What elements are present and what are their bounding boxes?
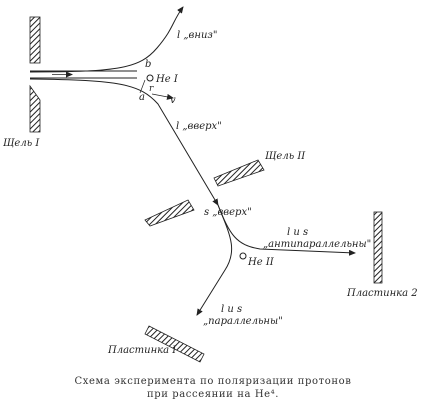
- label-he2: He II: [248, 257, 274, 268]
- plate2: [373, 211, 383, 284]
- caption-line1: Схема эксперимента по поляризации протон…: [74, 376, 352, 387]
- figure-caption: Схема эксперимента по поляризации протон…: [0, 376, 426, 401]
- slit2-lower-jaw: [144, 199, 195, 227]
- slit1-upper-jaw: [29, 16, 41, 64]
- label-parallel-symbols: l и s: [221, 304, 243, 315]
- trajectory-parallel: [196, 204, 233, 316]
- label-parallel: „параллельны": [203, 316, 283, 327]
- slit2-upper-jaw: [213, 159, 265, 187]
- label-antiparallel-symbols: l и s: [287, 227, 309, 238]
- label-slit2: Щель II: [265, 151, 306, 162]
- slit1-lower-jaw: [29, 84, 41, 133]
- impact-parameter-line: [139, 79, 146, 94]
- label-s-up: s „вверх": [204, 207, 252, 218]
- label-plate1: Пластинка I: [108, 345, 177, 356]
- caption-line2: при рассеянии на He⁴.: [146, 388, 280, 400]
- label-l-up: l „вверх": [176, 121, 222, 132]
- label-plate2: Пластинка 2: [347, 288, 418, 299]
- velocity-arrow: [151, 93, 174, 100]
- label-l-down: l „вниз": [177, 30, 218, 41]
- target-he2: [239, 252, 247, 260]
- label-he1: He I: [156, 74, 178, 85]
- plate1: [144, 325, 205, 363]
- label-slit1: Щель I: [3, 138, 40, 149]
- label-b: b: [145, 59, 152, 70]
- label-r: r: [149, 84, 154, 94]
- label-v: v: [170, 95, 176, 106]
- target-he1: [146, 74, 154, 82]
- label-a: a: [139, 92, 145, 103]
- trajectory-l-down: [29, 6, 184, 73]
- trajectory-l-up: [29, 78, 219, 206]
- label-antiparallel: „антипараллельны": [263, 239, 372, 250]
